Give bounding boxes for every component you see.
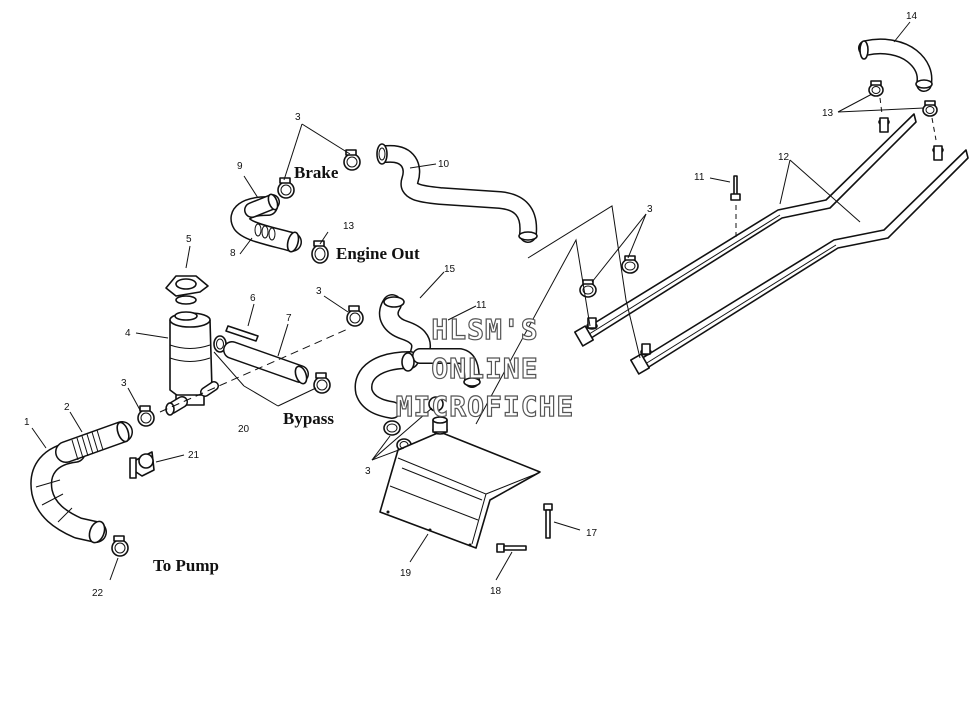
clamp-3-brake-a	[277, 177, 295, 199]
hose-7-bypass	[223, 341, 309, 385]
part-number-3: 3	[121, 378, 127, 389]
part-number-21: 21	[188, 450, 200, 461]
clamp-13-engine-out	[311, 240, 329, 264]
part-number-20: 20	[238, 424, 250, 435]
callout-engine-out: Engine Out	[336, 244, 420, 263]
part-number-17: 17	[586, 528, 598, 539]
hose-9	[244, 193, 280, 218]
part-number-22: 22	[92, 588, 104, 599]
part-number-7: 7	[286, 313, 292, 324]
watermark-line-2: ONLINE	[431, 352, 538, 385]
clamp-22	[111, 535, 129, 557]
part-number-3: 3	[316, 286, 322, 297]
cooler-tube-12-lower	[630, 145, 969, 375]
callout-brake: Brake	[294, 163, 339, 182]
part-number-12: 12	[778, 152, 790, 163]
clamp-3-tank-a	[383, 420, 401, 436]
hose-1	[30, 441, 107, 544]
hose-14	[858, 38, 933, 92]
clamp-3-cooler-a	[579, 279, 597, 298]
part-number-18: 18	[490, 586, 502, 597]
cap-5	[165, 275, 209, 305]
clamp-3-lower-left	[137, 405, 155, 427]
leader-lines	[31, 21, 925, 581]
reservoir-4	[165, 311, 219, 416]
part-number-10: 10	[438, 159, 450, 170]
part-number-5: 5	[186, 234, 192, 245]
part-number-15: 15	[444, 264, 456, 275]
part-number-19: 19	[400, 568, 412, 579]
part-number-9: 9	[237, 161, 243, 172]
part-number-3: 3	[295, 112, 301, 123]
part-number-3: 3	[365, 466, 371, 477]
part-number-11: 11	[694, 172, 705, 183]
part-number-4: 4	[125, 328, 131, 339]
hose-15	[378, 294, 431, 362]
watermark-line-3: MICROFICHE	[396, 390, 575, 423]
clamp-13-upper-a	[868, 80, 884, 97]
cooler-tube-12-upper	[574, 113, 917, 347]
part-numbers: 1 2 3 4 5 6 7 8 9 3 10 13 3 20 21 22 15 …	[24, 11, 918, 599]
shield-19	[379, 416, 541, 549]
clamp-3-bypass	[313, 372, 331, 394]
part-number-13: 13	[822, 108, 834, 119]
bolt-11	[730, 175, 741, 201]
hose-2-corrugated	[55, 421, 133, 463]
clamp-3-brake-b	[343, 149, 361, 171]
watermark: HLSM'S ONLINE MICROFICHE	[395, 312, 575, 423]
part-number-13: 13	[343, 221, 355, 232]
hose-10	[376, 143, 538, 243]
part-number-11: 11	[476, 300, 487, 311]
part-number-1: 1	[24, 417, 30, 428]
callout-to-pump: To Pump	[153, 556, 219, 575]
callout-bypass: Bypass	[283, 409, 334, 428]
part-number-6: 6	[250, 293, 256, 304]
part-number-3: 3	[647, 204, 653, 215]
part-number-14: 14	[906, 11, 918, 22]
bolt-18	[496, 543, 527, 553]
part-number-8: 8	[230, 248, 236, 259]
clamp-13-upper-b	[922, 100, 938, 117]
bolt-17	[543, 503, 553, 539]
clamp-3-center	[346, 305, 364, 327]
hose-11-assembly	[354, 348, 481, 419]
watermark-line-1: HLSM'S	[431, 313, 538, 346]
clamp-3-cooler-b	[621, 255, 639, 274]
part-number-2: 2	[64, 402, 70, 413]
bracket-21	[129, 451, 155, 479]
pin-6	[225, 325, 259, 342]
